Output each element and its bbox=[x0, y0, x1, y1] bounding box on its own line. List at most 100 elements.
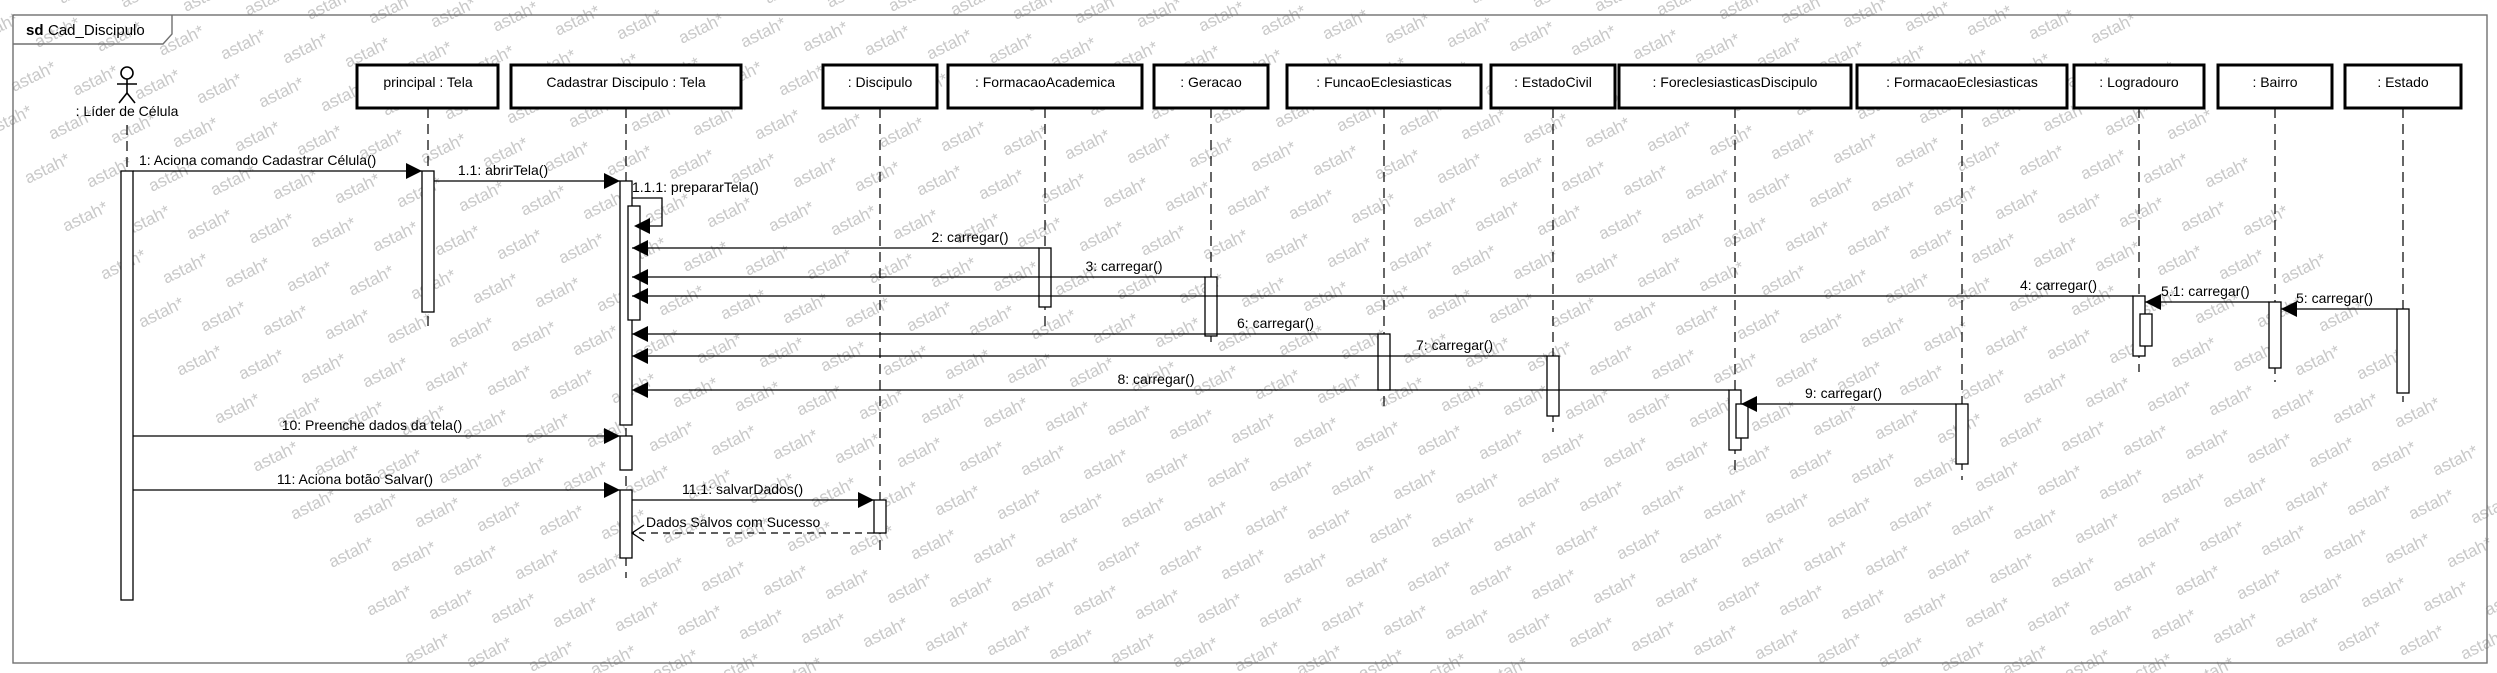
watermark-text: astah* bbox=[2457, 625, 2497, 663]
lifeline-principal[interactable]: principal : Tela bbox=[355, 63, 500, 330]
watermark-text: astah* bbox=[1413, 421, 1465, 459]
lifeline-funcaoEclesiasticas[interactable]: : FuncaoEclesiasticas bbox=[1285, 63, 1483, 410]
watermark-text: astah* bbox=[2219, 473, 2271, 511]
lifeline-label: : FormacaoAcademica bbox=[975, 74, 1115, 90]
arrowhead bbox=[632, 288, 648, 304]
watermark-text: astah* bbox=[821, 565, 873, 603]
watermark-text: astah* bbox=[2077, 145, 2129, 183]
watermark-text: astah* bbox=[1643, 117, 1695, 155]
watermark-text: astah* bbox=[1953, 137, 2005, 175]
lifeline-bairro[interactable]: : Bairro bbox=[2216, 63, 2334, 382]
watermark-text: astah* bbox=[1237, 273, 1289, 311]
watermark-text: astah* bbox=[1647, 345, 1699, 383]
watermark-text: astah* bbox=[1867, 177, 1919, 215]
message-label: 1.1: abrirTela() bbox=[458, 162, 548, 178]
watermark-text: astah* bbox=[679, 237, 731, 275]
watermark-text: astah* bbox=[1777, 0, 1829, 28]
watermark-text: astah* bbox=[1875, 633, 1927, 671]
watermark-text: astah* bbox=[1151, 313, 1203, 351]
watermark-text: astah* bbox=[1785, 445, 1837, 483]
message-m11b[interactable]: 11: Aciona botão Salvar() bbox=[133, 471, 620, 498]
lifeline-geracao[interactable]: : Geracao bbox=[1152, 63, 1270, 342]
watermark-text: astah* bbox=[1837, 585, 1889, 623]
watermark-text: astah* bbox=[1985, 549, 2037, 587]
message-m10[interactable]: 10: Preenche dados da tela() bbox=[133, 417, 620, 444]
watermark-text: astah* bbox=[1943, 273, 1995, 311]
watermark-text: astah* bbox=[2277, 249, 2329, 287]
watermark-text: astah* bbox=[769, 425, 821, 463]
watermark-text: astah* bbox=[1341, 553, 1393, 591]
lifeline-head-box bbox=[946, 63, 1144, 110]
watermark-text: astah* bbox=[717, 285, 769, 323]
watermark-text: astah* bbox=[1045, 625, 1097, 663]
watermark-text: astah* bbox=[1123, 129, 1175, 167]
lifeline-label: : FormacaoEclesiasticas bbox=[1886, 74, 2038, 90]
message-m111[interactable]: 1.1.1: prepararTela() bbox=[632, 179, 759, 234]
message-label: 3: carregar() bbox=[1085, 258, 1162, 274]
message-m7[interactable]: 7: carregar() bbox=[632, 337, 1547, 364]
watermark-text: astah* bbox=[1929, 181, 1981, 219]
message-m111b[interactable]: 11.1: salvarDados() bbox=[632, 481, 874, 508]
message-mret[interactable]: Dados Salvos com Sucesso bbox=[630, 514, 874, 542]
activation-bar bbox=[1546, 355, 1560, 417]
watermark-text: astah* bbox=[1485, 289, 1537, 327]
message-m1[interactable]: 1: Aciona comando Cadastrar Célula() bbox=[133, 152, 422, 179]
watermark-text: astah* bbox=[1743, 169, 1795, 207]
watermark-text: astah* bbox=[2033, 461, 2085, 499]
lifeline-head-box bbox=[1285, 63, 1483, 110]
watermark-text: astah* bbox=[1107, 629, 1159, 667]
watermark-text: astah* bbox=[823, 0, 875, 12]
message-m51[interactable]: 5.1: carregar() bbox=[2145, 283, 2269, 310]
watermark-text: astah* bbox=[2181, 425, 2233, 463]
watermark-text: astah* bbox=[2133, 513, 2185, 551]
watermark-text: astah* bbox=[2281, 477, 2333, 515]
watermark-text: astah* bbox=[1881, 269, 1933, 307]
watermark-text: astah* bbox=[613, 5, 665, 43]
watermark-text: astah* bbox=[2429, 441, 2481, 479]
watermark-text: astah* bbox=[1069, 581, 1121, 619]
watermark-text: astah* bbox=[1909, 453, 1961, 491]
lifeline-logradouro[interactable]: : Logradouro bbox=[2072, 63, 2206, 372]
message-m5[interactable]: 5: carregar() bbox=[2281, 290, 2397, 317]
message-m6[interactable]: 6: carregar() bbox=[632, 315, 1378, 342]
watermark-text: astah* bbox=[2405, 485, 2457, 523]
watermark-text: astah* bbox=[2091, 237, 2143, 275]
message-m8[interactable]: 8: carregar() bbox=[632, 371, 1729, 398]
watermark-text: astah* bbox=[1175, 269, 1227, 307]
message-m4[interactable]: 4: carregar() bbox=[632, 277, 2133, 304]
watermark-text: astah* bbox=[1991, 185, 2043, 223]
watermark-text: astah* bbox=[669, 373, 721, 411]
lifeline-formacaoAcademica[interactable]: : FormacaoAcademica bbox=[946, 63, 1144, 330]
watermark-text: astah* bbox=[1169, 633, 1221, 671]
watermark-text: astah* bbox=[955, 437, 1007, 475]
message-m9[interactable]: 9: carregar() bbox=[1741, 385, 1956, 412]
message-m2[interactable]: 2: carregar() bbox=[632, 229, 1039, 256]
watermark-text: astah* bbox=[1699, 485, 1751, 523]
watermark-text: astah* bbox=[831, 429, 883, 467]
watermark-text: astah* bbox=[1247, 137, 1299, 175]
watermark-text: astah* bbox=[603, 141, 655, 179]
watermark-text: astah* bbox=[287, 485, 339, 523]
watermark-text: astah* bbox=[255, 73, 307, 111]
lifeline-foreclesiasticasDiscipulo[interactable]: : ForeclesiasticasDiscipulo bbox=[1617, 63, 1853, 470]
message-m11[interactable]: 1.1: abrirTela() bbox=[434, 162, 620, 189]
watermark-text: astah* bbox=[761, 0, 813, 8]
watermark-text: astah* bbox=[2271, 613, 2323, 651]
watermark-text: astah* bbox=[1999, 641, 2051, 673]
watermark-text: astah* bbox=[1547, 293, 1599, 331]
lifeline-cadastrar[interactable]: Cadastrar Discipulo : Tela bbox=[509, 63, 743, 578]
watermark-text: astah* bbox=[1627, 617, 1679, 655]
watermark-text: astah* bbox=[1089, 309, 1141, 347]
message-m3[interactable]: 3: carregar() bbox=[632, 258, 1205, 285]
watermark-text: astah* bbox=[2257, 521, 2309, 559]
watermark-text: astah* bbox=[711, 649, 763, 673]
watermark-text: astah* bbox=[1055, 489, 1107, 527]
watermark-text: astah* bbox=[1165, 405, 1217, 443]
actor-lider-de-celula[interactable]: : Líder de Célula bbox=[76, 66, 179, 119]
arrowhead bbox=[2145, 294, 2161, 310]
watermark-text: astah* bbox=[1963, 1, 2015, 39]
watermark-text: astah* bbox=[2167, 333, 2219, 371]
lifeline-formacaoEclesiasticas[interactable]: : FormacaoEclesiasticas bbox=[1855, 63, 2069, 480]
lifeline-estadoCivil[interactable]: : EstadoCivil bbox=[1489, 63, 1617, 432]
lifeline-discipulo[interactable]: : Discipulo bbox=[821, 63, 939, 553]
